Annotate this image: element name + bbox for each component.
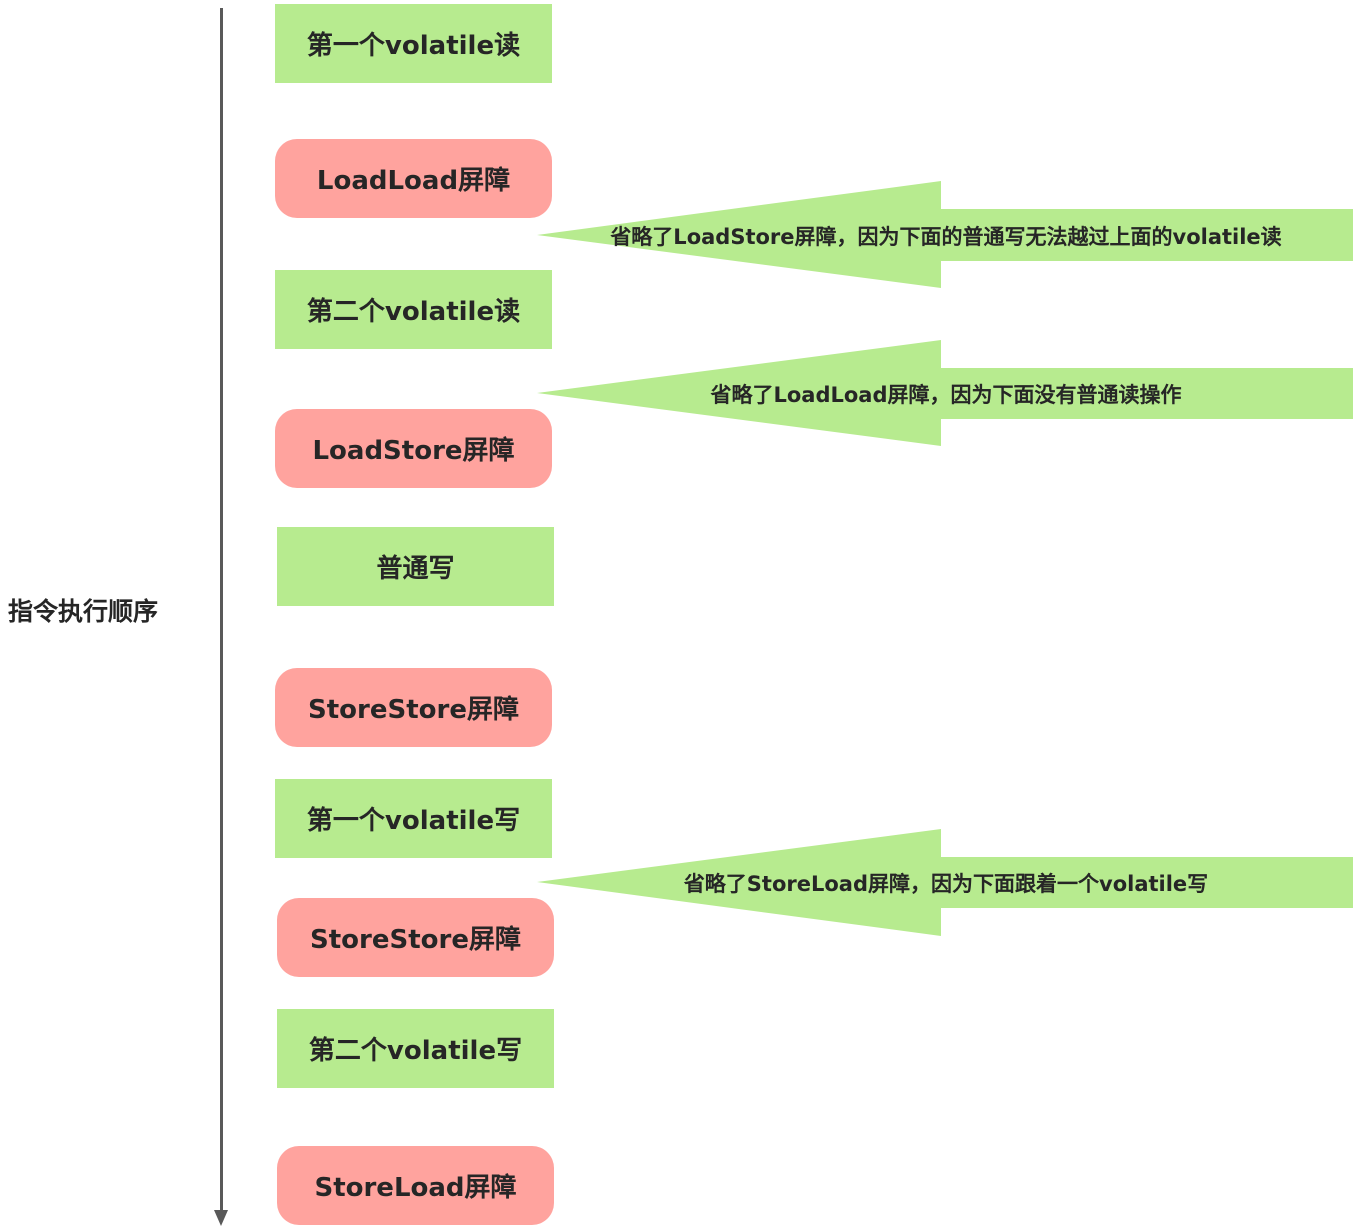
- barrier-box-loadload: LoadLoad屏障: [275, 139, 552, 218]
- note-text-3: 省略了StoreLoad屏障，因为下面跟着一个volatile写: [683, 872, 1209, 896]
- axis-arrow-down-icon: [214, 1210, 228, 1226]
- note-arrow-2: [537, 340, 1353, 446]
- execution-order-axis: [220, 8, 223, 1213]
- note-arrow-3: [537, 829, 1353, 936]
- note-text-2: 省略了LoadLoad屏障，因为下面没有普通读操作: [710, 383, 1182, 407]
- barrier-box-loadstore: LoadStore屏障: [275, 409, 552, 488]
- barrier-box-storestore-1: StoreStore屏障: [275, 668, 552, 747]
- op-box-volatile-write-1: 第一个volatile写: [275, 779, 552, 858]
- note-arrow-1: [537, 181, 1353, 288]
- op-box-volatile-write-2: 第二个volatile写: [277, 1009, 554, 1088]
- op-box-volatile-read-1: 第一个volatile读: [275, 4, 552, 83]
- op-box-volatile-read-2: 第二个volatile读: [275, 270, 552, 349]
- barrier-box-storestore-2: StoreStore屏障: [277, 898, 554, 977]
- note-text-1: 省略了LoadStore屏障，因为下面的普通写无法越过上面的volatile读: [610, 225, 1282, 249]
- barrier-box-storeload: StoreLoad屏障: [277, 1146, 554, 1225]
- axis-label: 指令执行顺序: [8, 597, 159, 626]
- op-box-normal-write: 普通写: [277, 527, 554, 606]
